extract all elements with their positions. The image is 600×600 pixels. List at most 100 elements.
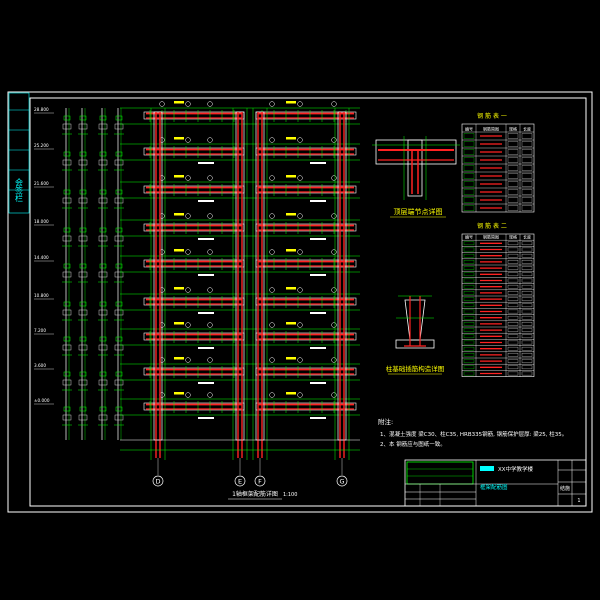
table-cell-mark bbox=[507, 334, 519, 339]
table-cell-mark bbox=[507, 173, 519, 179]
rebar-callout-bubble bbox=[207, 249, 213, 255]
rebar-callout-bubble bbox=[159, 101, 165, 107]
table-cell-mark bbox=[463, 173, 475, 179]
column-elevation-schedule: 28.80025.20021.60018.00014.40010.8007.20… bbox=[34, 107, 124, 440]
table-cell-mark bbox=[463, 241, 475, 246]
table-cell-mark bbox=[463, 253, 475, 258]
table-cell-mark bbox=[507, 266, 519, 270]
dimension-mark bbox=[286, 357, 296, 360]
label-mark bbox=[310, 162, 326, 164]
table-cell-mark bbox=[521, 266, 533, 270]
schedule-section-box bbox=[115, 115, 123, 121]
schedule-section-box bbox=[98, 123, 108, 130]
table-cell-mark bbox=[463, 315, 475, 320]
label-mark bbox=[310, 312, 326, 314]
table-cell-mark bbox=[463, 346, 475, 351]
top-node-detail: 顶层端节点详图 bbox=[372, 136, 460, 218]
table-cell-mark bbox=[521, 181, 533, 187]
dimension-mark bbox=[174, 175, 184, 178]
table-cell-mark bbox=[463, 247, 475, 252]
schedule-section-box bbox=[62, 197, 72, 204]
table-cell-mark bbox=[521, 133, 533, 139]
rebar-callout-bubble bbox=[331, 287, 337, 293]
table-cell-mark bbox=[521, 291, 533, 295]
label-mark bbox=[310, 274, 326, 276]
frame-elevation bbox=[120, 101, 360, 460]
table-cell-mark bbox=[463, 149, 475, 155]
dimension-mark bbox=[174, 137, 184, 140]
label-mark bbox=[310, 417, 326, 419]
table-cell-mark bbox=[521, 346, 533, 351]
table-border bbox=[461, 123, 535, 213]
elevation-label: 14.400 bbox=[34, 255, 49, 260]
rebar-callout-bubble bbox=[297, 322, 303, 328]
elevation-label: 10.800 bbox=[34, 293, 49, 298]
table-cell-mark bbox=[521, 241, 533, 246]
dimension-mark bbox=[174, 357, 184, 360]
table-cell-mark bbox=[507, 291, 519, 295]
rebar-callout-bubble bbox=[297, 101, 303, 107]
table-cell-mark bbox=[507, 297, 519, 301]
schedule-section-box bbox=[115, 371, 123, 377]
table-cell-mark bbox=[521, 297, 533, 301]
axis-bubble bbox=[254, 475, 266, 487]
table-header-cell: 规格 bbox=[509, 126, 517, 132]
table-cell-mark bbox=[521, 303, 533, 308]
rebar-callout-bubble bbox=[185, 392, 191, 398]
schedule-section-box bbox=[98, 271, 108, 278]
base-detail-title: 柱基础插筋构造详图 bbox=[386, 364, 445, 373]
dimension-mark bbox=[286, 249, 296, 252]
table-cell-mark bbox=[521, 359, 533, 363]
table-cell-mark bbox=[521, 149, 533, 155]
table-border bbox=[461, 233, 535, 377]
rebar-callout-bubble bbox=[185, 249, 191, 255]
table-cell-mark bbox=[463, 272, 475, 277]
table-cell-mark bbox=[507, 253, 519, 258]
table-cell-mark bbox=[463, 303, 475, 308]
table-cell-mark bbox=[521, 247, 533, 252]
schedule-section-box bbox=[114, 235, 124, 242]
table-cell-mark bbox=[463, 141, 475, 147]
schedule-section-box bbox=[99, 406, 107, 412]
table-cell-mark bbox=[521, 205, 533, 211]
schedule-section-box bbox=[115, 406, 123, 412]
schedule-section-box bbox=[99, 371, 107, 377]
column-outline bbox=[153, 111, 163, 441]
table-cell-mark bbox=[507, 157, 519, 163]
table-cell-mark bbox=[463, 165, 475, 171]
dimension-mark bbox=[174, 213, 184, 216]
column-outline bbox=[235, 111, 245, 441]
rebar-callout-bubble bbox=[185, 175, 191, 181]
table-cell-mark bbox=[463, 340, 475, 345]
rebar-callout-bubble bbox=[297, 357, 303, 363]
elevation-label: 18.000 bbox=[34, 219, 49, 224]
schedule-section-box bbox=[114, 123, 124, 130]
dimension-mark bbox=[286, 287, 296, 290]
rebar-callout-bubble bbox=[207, 357, 213, 363]
table-cell-mark bbox=[521, 322, 533, 326]
notes-line-1: 1、混凝土强度 梁C30、柱C35, HRB335钢筋, 钢筋保护层厚: 梁25… bbox=[380, 430, 567, 438]
rebar-callout-bubble bbox=[269, 175, 275, 181]
schedule-section-box bbox=[115, 227, 123, 233]
dimension-mark bbox=[174, 322, 184, 325]
schedule-section-box bbox=[63, 406, 71, 412]
table-cell-mark bbox=[507, 365, 519, 370]
table-cell-mark bbox=[507, 141, 519, 147]
table-cell-mark bbox=[507, 189, 519, 195]
table-cell-mark bbox=[463, 189, 475, 195]
schedule-section-box bbox=[114, 414, 124, 421]
table-cell-mark bbox=[521, 315, 533, 320]
axis-label: D bbox=[155, 478, 160, 486]
rebar-callout-bubble bbox=[269, 392, 275, 398]
table-cell-mark bbox=[463, 284, 475, 289]
table-cell-mark bbox=[463, 359, 475, 363]
table-cell-mark bbox=[463, 266, 475, 270]
table-header-cell: 钢筋简图 bbox=[483, 234, 499, 240]
schedule-section-box bbox=[114, 159, 124, 166]
rebar-callout-bubble bbox=[331, 137, 337, 143]
rebar-callout-bubble bbox=[207, 101, 213, 107]
schedule-section-box bbox=[98, 344, 108, 351]
label-mark bbox=[310, 382, 326, 384]
schedule-section-box bbox=[98, 235, 108, 242]
